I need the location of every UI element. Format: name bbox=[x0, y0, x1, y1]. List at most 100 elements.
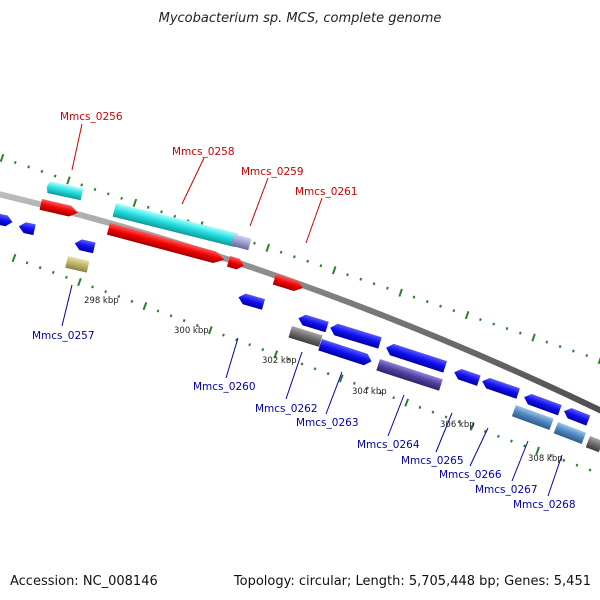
feature-mmcs-0262-gray[interactable] bbox=[288, 326, 323, 347]
inner-tick bbox=[313, 367, 317, 371]
feature-mmcs-0262-blue[interactable] bbox=[297, 313, 329, 333]
feature-mmcs-0256-red[interactable] bbox=[39, 199, 80, 218]
outer-tick bbox=[146, 205, 150, 209]
leader-mmcs-0265 bbox=[435, 412, 453, 453]
gene-labels-reverse: Mmcs_0257 Mmcs_0260 Mmcs_0262 Mmcs_0263 … bbox=[32, 330, 576, 511]
outer-tick bbox=[120, 196, 123, 200]
outer-tick bbox=[40, 169, 44, 174]
inner-tick bbox=[404, 398, 410, 407]
feature-mmcs-0264-blue[interactable] bbox=[384, 342, 447, 373]
feature-mmcs-0259-red[interactable] bbox=[226, 256, 245, 271]
outer-tick bbox=[331, 266, 337, 275]
outer-tick bbox=[425, 300, 429, 304]
outer-tick bbox=[464, 310, 470, 320]
outer-tick bbox=[572, 349, 575, 353]
gene-label-mmcs-0261[interactable]: Mmcs_0261 bbox=[295, 186, 358, 198]
inner-tick bbox=[273, 350, 279, 359]
gene-label-mmcs-0262[interactable]: Mmcs_0262 bbox=[255, 403, 318, 415]
inner-tick bbox=[77, 277, 82, 287]
feature-mmcs-0266-blue[interactable] bbox=[480, 376, 520, 399]
feature-mmcs-0258-red[interactable] bbox=[106, 223, 226, 266]
gene-label-mmcs-0260[interactable]: Mmcs_0260 bbox=[193, 381, 256, 393]
feature-right-gray[interactable] bbox=[585, 436, 600, 453]
inner-tick bbox=[352, 381, 356, 385]
leader-mmcs-0262 bbox=[285, 351, 303, 400]
inner-tick bbox=[562, 458, 566, 462]
gene-label-mmcs-0264[interactable]: Mmcs_0264 bbox=[357, 439, 420, 451]
position-label-308kbp: 308 kbp bbox=[528, 454, 563, 464]
outer-tick bbox=[66, 176, 71, 185]
inner-tick bbox=[392, 396, 396, 400]
position-label-304kbp: 304 kbp bbox=[352, 387, 387, 397]
inner-tick bbox=[142, 302, 148, 311]
outer-tick bbox=[292, 255, 296, 259]
position-label-298kbp: 298 kbp bbox=[84, 296, 119, 306]
feature-mmcs-0256-cyan[interactable] bbox=[46, 181, 84, 201]
feature-mmcs-0258-cyan[interactable] bbox=[112, 203, 239, 248]
position-label-302kbp: 302 kbp bbox=[262, 356, 297, 366]
genome-summary-text: Topology: circular; Length: 5,705,448 bp… bbox=[233, 574, 591, 589]
feature-left-blue-a[interactable] bbox=[0, 213, 14, 228]
inner-tick bbox=[287, 357, 291, 361]
feature-left-blue-b[interactable] bbox=[18, 221, 36, 236]
outer-tick bbox=[13, 160, 17, 165]
inner-tick bbox=[326, 372, 330, 376]
gene-label-mmcs-0266[interactable]: Mmcs_0266 bbox=[439, 469, 502, 481]
feature-mmcs-0257-olive[interactable] bbox=[65, 256, 90, 273]
gene-features bbox=[0, 181, 600, 453]
feature-mmcs-0258-gray[interactable] bbox=[230, 234, 252, 251]
outer-tick bbox=[265, 243, 271, 252]
feature-mmcs-0264-purple[interactable] bbox=[376, 359, 443, 391]
accession-text: Accession: NC_008146 bbox=[10, 574, 158, 589]
inner-tick-track bbox=[11, 253, 592, 472]
outer-tick bbox=[585, 353, 589, 358]
gene-label-mmcs-0258[interactable]: Mmcs_0258 bbox=[172, 146, 235, 158]
outer-tick bbox=[359, 277, 363, 281]
inner-tick bbox=[496, 434, 500, 438]
gene-label-mmcs-0267[interactable]: Mmcs_0267 bbox=[475, 484, 538, 496]
outer-tick bbox=[545, 340, 549, 344]
gene-label-mmcs-0268[interactable]: Mmcs_0268 bbox=[513, 499, 576, 511]
feature-mmcs-0263-blue-b[interactable] bbox=[318, 339, 373, 367]
feature-mmcs-0267-steel[interactable] bbox=[511, 405, 554, 430]
gene-label-mmcs-0257[interactable]: Mmcs_0257 bbox=[32, 330, 95, 342]
feature-mmcs-0260-blue[interactable] bbox=[237, 292, 265, 310]
inner-tick bbox=[156, 309, 160, 313]
feature-mmcs-0261-red[interactable] bbox=[272, 274, 305, 293]
feature-mmcs-0257-blue[interactable] bbox=[74, 238, 96, 254]
inner-tick bbox=[510, 439, 513, 443]
gene-label-mmcs-0256[interactable]: Mmcs_0256 bbox=[60, 111, 123, 123]
gene-label-mmcs-0263[interactable]: Mmcs_0263 bbox=[296, 417, 359, 429]
outer-tick bbox=[53, 174, 57, 178]
outer-tick bbox=[479, 318, 482, 322]
map-title: Mycobacterium sp. MCS, complete genome bbox=[159, 11, 442, 26]
gene-label-mmcs-0259[interactable]: Mmcs_0259 bbox=[241, 166, 304, 178]
outer-tick bbox=[597, 356, 600, 365]
outer-tick bbox=[505, 326, 509, 331]
outer-tick bbox=[492, 322, 496, 326]
outer-tick bbox=[398, 288, 403, 297]
feature-mmcs-0267-blue[interactable] bbox=[522, 392, 562, 416]
gene-label-mmcs-0265[interactable]: Mmcs_0265 bbox=[401, 455, 464, 467]
inner-tick bbox=[549, 453, 553, 458]
position-label-306kbp: 306 kbp bbox=[440, 420, 475, 430]
inner-tick bbox=[51, 270, 55, 275]
feature-mmcs-0268-steel[interactable] bbox=[553, 422, 587, 444]
leader-mmcs-0267 bbox=[511, 440, 529, 482]
feature-mmcs-0263-blue-a[interactable] bbox=[328, 322, 382, 349]
feature-mmcs-0268-blue[interactable] bbox=[562, 406, 591, 426]
outer-tick bbox=[346, 273, 349, 277]
label-leaders bbox=[61, 123, 563, 497]
outer-tick bbox=[279, 250, 283, 254]
inner-tick bbox=[418, 405, 422, 409]
inner-tick bbox=[523, 444, 526, 448]
outer-tick bbox=[439, 304, 442, 308]
inner-tick bbox=[431, 410, 435, 414]
feature-mmcs-0265-blue[interactable] bbox=[452, 367, 481, 386]
outer-tick bbox=[531, 333, 536, 342]
outer-tick bbox=[412, 295, 416, 299]
leader-mmcs-0258 bbox=[181, 157, 205, 205]
outer-tick bbox=[558, 344, 562, 349]
inner-tick bbox=[575, 463, 579, 467]
inner-tick bbox=[104, 290, 108, 294]
